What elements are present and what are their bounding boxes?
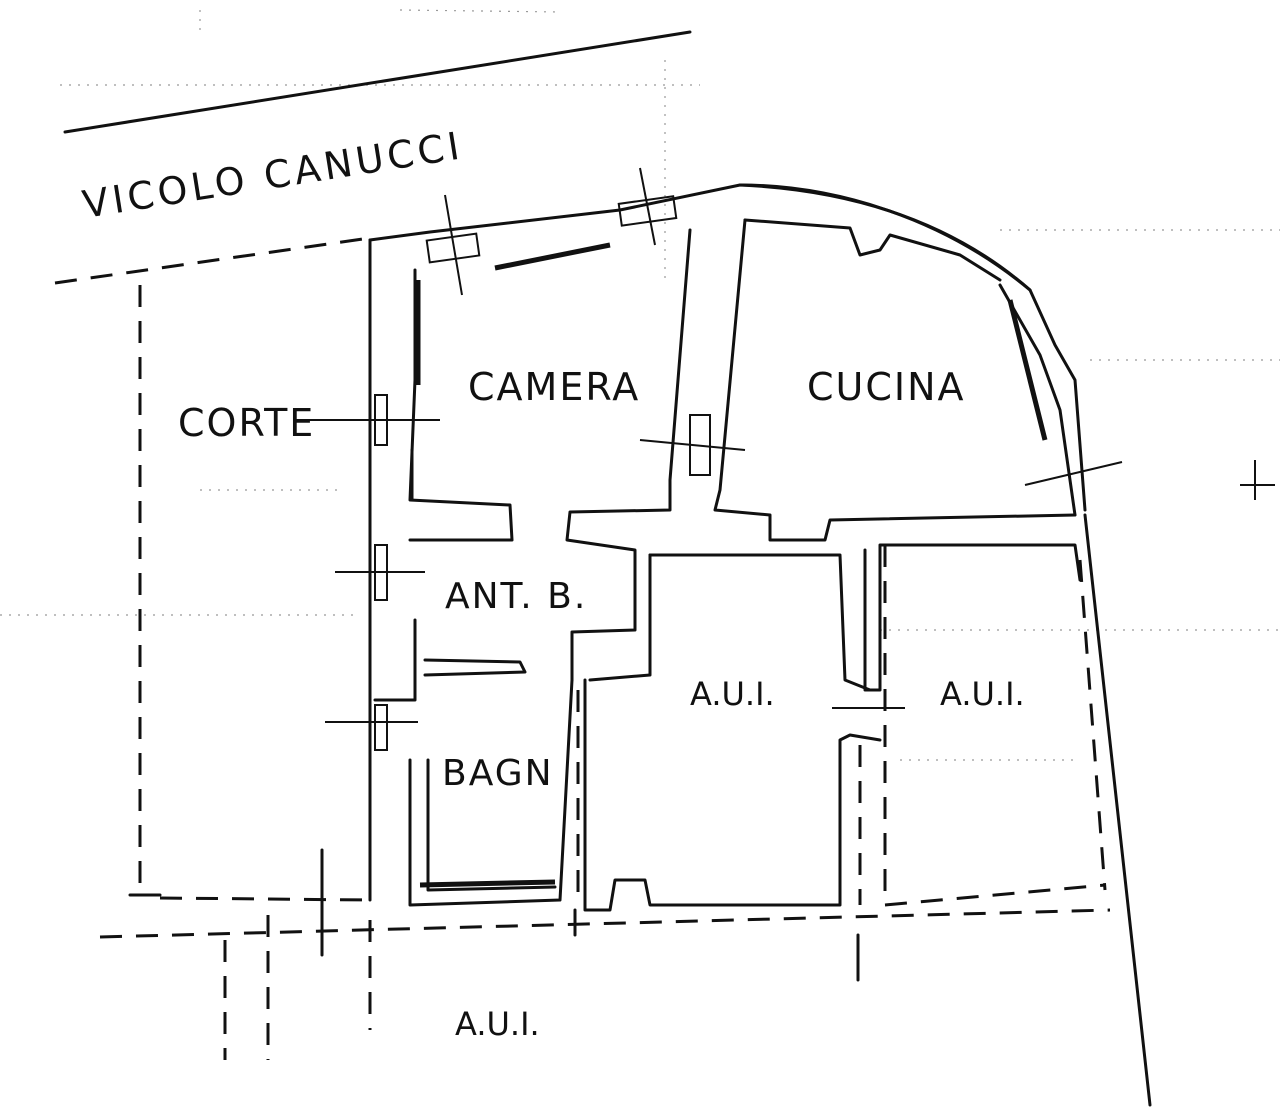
room-label-cucina: CUCINA [807,365,966,409]
building-walls [368,183,1087,937]
room-label-corte: CORTE [178,401,315,445]
room-label-aui-right: A.U.I. [940,675,1025,713]
room-label-anti-bagno: ANT. B. [445,576,587,617]
street-edge-line [63,30,692,134]
openings [295,167,1275,751]
street-name: VICOLO CANUCCI [80,123,467,227]
room-label-aui-bottom: A.U.I. [455,1005,540,1043]
room-label-camera: CAMERA [468,365,640,409]
wall-hatching [415,242,1048,888]
room-label-bagno: BAGN [442,753,554,794]
cadastral-grid [0,9,1280,761]
aui-right-boundary [576,513,1152,1107]
room-label-aui-center: A.U.I. [690,675,775,713]
property-dashed-lines [54,236,1111,1060]
